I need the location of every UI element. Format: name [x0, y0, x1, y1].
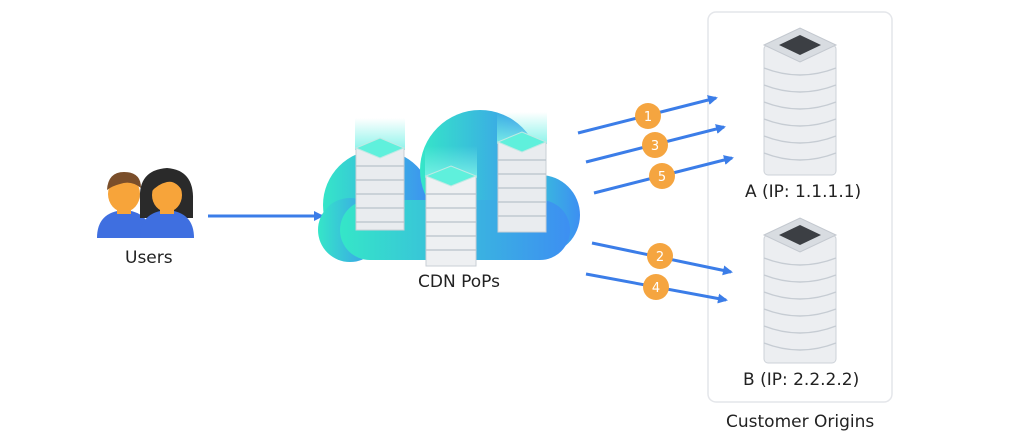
step-badge-2: 2	[647, 243, 673, 269]
server-b-label: B (IP: 2.2.2.2)	[743, 370, 860, 390]
users-label: Users	[125, 248, 173, 268]
origin-server-b-icon	[762, 217, 838, 364]
step-badge-5: 5	[649, 163, 675, 189]
origins-label: Customer Origins	[726, 412, 875, 432]
origins-panel	[707, 11, 893, 403]
cdn-server-2	[496, 112, 548, 233]
svg-text:5: 5	[658, 170, 666, 185]
step-badge-3: 3	[642, 132, 668, 158]
svg-text:4: 4	[652, 281, 660, 296]
svg-text:2: 2	[656, 250, 664, 265]
users-icon	[97, 168, 194, 238]
cdn-label: CDN PoPs	[418, 272, 500, 292]
step-badge-1: 1	[635, 103, 661, 129]
svg-text:1: 1	[644, 110, 652, 125]
cdn-server-1	[354, 118, 406, 231]
origin-server-a-icon	[762, 27, 838, 176]
step-badge-4: 4	[643, 274, 669, 300]
cdn-server-3	[424, 146, 478, 267]
svg-text:3: 3	[651, 139, 659, 154]
server-a-label: A (IP: 1.1.1.1)	[745, 182, 862, 202]
